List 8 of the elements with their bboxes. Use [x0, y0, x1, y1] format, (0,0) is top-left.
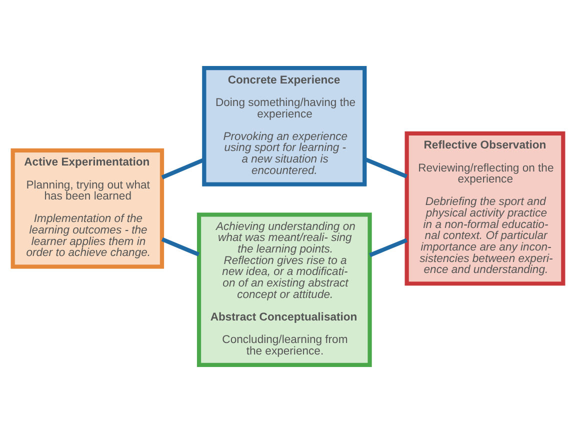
node-box: Achieving understanding on what was meant/reali- sing the learning points. Reflection gives rise to a new idea, or a modificati- on of an existing abstract concept or attitude. Abstract Conceptualisation Concluding/learning from the experience.	[196, 212, 372, 366]
node-box: Active Experimentation Planning, trying out what has been learned Implementation of the learning outcomes - the learner applies them in order to achieve change.	[10, 148, 164, 268]
node-box: Reflective Observation Reviewing/reflecting on the experience Debriefing the sport and physical activity practice in a non-formal educatio- nal context. Of particular importance are any incon- sistencies between experi- ence and understanding.	[404, 130, 566, 286]
node-box: Concrete Experience Doing something/having the experience Provoking an experience using sport for learning - a new situation is encountered.	[202, 66, 367, 186]
connector	[161, 157, 205, 179]
connector	[369, 238, 408, 257]
connector	[161, 236, 200, 256]
connector	[364, 156, 408, 178]
